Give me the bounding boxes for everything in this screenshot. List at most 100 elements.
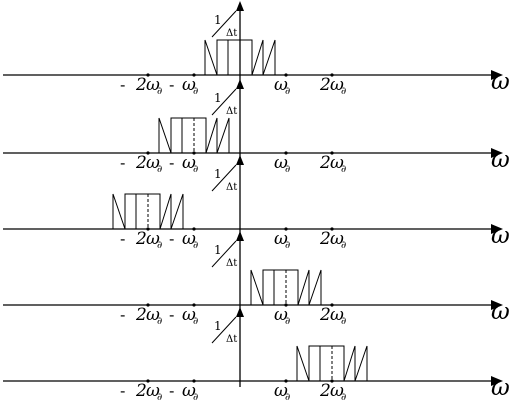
tick-minus: - <box>120 306 125 324</box>
tick-minus: - <box>169 76 174 94</box>
tick-subscript: ∂ <box>341 392 346 402</box>
fraction-denominator: Δt <box>226 334 237 345</box>
tick-coefficient: 2 <box>319 153 331 173</box>
tick-minus: - <box>120 154 125 172</box>
tick-dot <box>146 151 150 155</box>
tick-minus: - <box>169 382 174 400</box>
tick-omega: ω <box>330 153 344 173</box>
fraction-numerator: 1 <box>214 91 222 105</box>
tick-dot <box>192 303 196 307</box>
tick-subscript: ∂ <box>285 316 290 327</box>
frequency-axis-arrow <box>491 300 503 310</box>
frequency-axis-arrow <box>491 148 503 158</box>
omega-axis-label: ω <box>491 69 510 95</box>
tick-dot <box>192 73 196 77</box>
tick-minus: - <box>120 382 125 400</box>
frequency-axis-arrow <box>491 376 503 386</box>
tick-coefficient: 2 <box>135 153 147 173</box>
omega-axis-label: ω <box>491 375 510 401</box>
tick-subscript: ∂ <box>341 86 346 97</box>
omega-axis-label: ω <box>491 223 510 249</box>
tick-subscript: ∂ <box>193 316 198 327</box>
tick-omega: ω <box>330 75 344 95</box>
fraction-denominator: Δt <box>226 28 237 39</box>
amplitude-axis-arrow <box>236 231 244 241</box>
frequency-axis-arrow <box>491 70 503 80</box>
tick-omega: ω <box>274 153 288 173</box>
tick-omega: ω <box>274 305 288 325</box>
tick-omega: ω <box>274 229 288 249</box>
fraction-denominator: Δt <box>226 258 237 269</box>
amplitude-axis-arrow <box>236 307 244 317</box>
fraction-numerator: 1 <box>214 167 222 181</box>
tick-coefficient: 2 <box>319 381 331 401</box>
tick-subscript: ∂ <box>157 240 162 251</box>
tick-dot <box>146 303 150 307</box>
fraction-slash <box>211 240 237 268</box>
tick-coefficient: 2 <box>319 75 331 95</box>
tick-dot <box>330 303 334 307</box>
tick-coefficient: 2 <box>135 305 147 325</box>
tick-subscript: ∂ <box>193 240 198 251</box>
tick-dot <box>192 151 196 155</box>
tick-subscript: ∂ <box>193 86 198 97</box>
tick-dot <box>330 73 334 77</box>
tick-subscript: ∂ <box>341 316 346 327</box>
tick-coefficient: 2 <box>135 75 147 95</box>
tick-omega: ω <box>274 75 288 95</box>
fraction-numerator: 1 <box>214 319 222 333</box>
tick-omega: ω <box>146 381 160 401</box>
fraction-numerator: 1 <box>214 13 222 27</box>
tick-subscript: ∂ <box>285 392 290 402</box>
tick-dot <box>284 227 288 231</box>
tick-subscript: ∂ <box>157 86 162 97</box>
tick-subscript: ∂ <box>193 164 198 175</box>
tick-omega: ω <box>182 75 196 95</box>
tick-dot <box>146 73 150 77</box>
tick-dot <box>330 227 334 231</box>
tick-coefficient: 2 <box>319 305 331 325</box>
tick-omega: ω <box>182 153 196 173</box>
tick-omega: ω <box>330 381 344 401</box>
tick-dot <box>330 379 334 383</box>
tick-omega: ω <box>182 305 196 325</box>
spectrum-shape <box>250 269 322 306</box>
fraction-denominator: Δt <box>226 182 237 193</box>
tick-dot <box>192 379 196 383</box>
tick-dot <box>284 379 288 383</box>
tick-subscript: ∂ <box>285 86 290 97</box>
tick-dot <box>284 73 288 77</box>
tick-dot <box>330 151 334 155</box>
tick-omega: ω <box>330 305 344 325</box>
tick-minus: - <box>169 306 174 324</box>
omega-axis-label: ω <box>491 147 510 173</box>
fraction-slash <box>211 10 237 38</box>
tick-subscript: ∂ <box>341 240 346 251</box>
spectrum-shape <box>112 193 184 230</box>
tick-omega: ω <box>182 229 196 249</box>
tick-dot <box>146 379 150 383</box>
tick-omega: ω <box>146 229 160 249</box>
spectrum-shape <box>204 39 276 76</box>
tick-omega: ω <box>146 75 160 95</box>
omega-axis-label: ω <box>491 299 510 325</box>
tick-omega: ω <box>146 153 160 173</box>
tick-minus: - <box>120 230 125 248</box>
tick-subscript: ∂ <box>285 240 290 251</box>
tick-omega: ω <box>146 305 160 325</box>
tick-omega: ω <box>182 381 196 401</box>
fraction-slash <box>211 88 237 116</box>
tick-subscript: ∂ <box>157 316 162 327</box>
tick-minus: - <box>169 154 174 172</box>
tick-subscript: ∂ <box>157 164 162 175</box>
spectrum-shape <box>296 345 368 382</box>
frequency-axis-arrow <box>491 224 503 234</box>
tick-coefficient: 2 <box>319 229 331 249</box>
tick-dot <box>284 303 288 307</box>
